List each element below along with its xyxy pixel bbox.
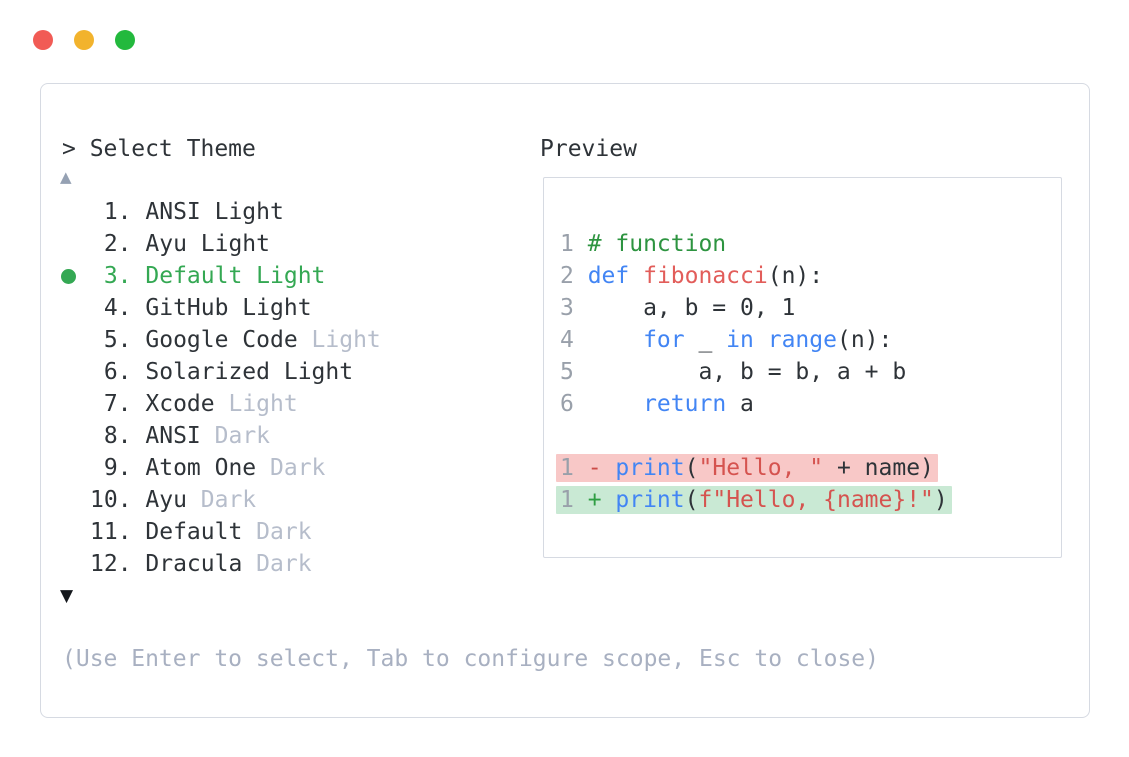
theme-list-item[interactable]: 5. Google Code Light xyxy=(90,324,381,356)
theme-list-item[interactable]: 12. Dracula Dark xyxy=(90,548,381,580)
theme-item-number: 9. xyxy=(103,455,132,481)
theme-item-label: ANSI Dark xyxy=(145,423,271,449)
minimize-button-icon[interactable] xyxy=(74,30,94,50)
line-number: 3 xyxy=(560,295,574,321)
line-number: 4 xyxy=(560,327,574,353)
theme-item-label: GitHub Light xyxy=(145,295,312,321)
line-number: 5 xyxy=(560,359,574,385)
theme-item-number: 8. xyxy=(103,423,132,449)
theme-item-label: Solarized Light xyxy=(145,359,354,385)
theme-item-number: 6. xyxy=(103,359,132,385)
theme-item-number: 10. xyxy=(90,487,132,513)
scroll-up-indicator-icon[interactable]: ▲ xyxy=(60,168,72,186)
theme-item-number: 4. xyxy=(103,295,132,321)
window-controls xyxy=(33,30,135,50)
theme-item-number: 5. xyxy=(103,327,132,353)
theme-list-item[interactable]: 1. ANSI Light xyxy=(90,196,381,228)
scroll-down-indicator-icon[interactable]: ▼ xyxy=(60,586,74,606)
maximize-button-icon[interactable] xyxy=(115,30,135,50)
theme-item-number: 1. xyxy=(103,199,132,225)
theme-item-label: Atom One Dark xyxy=(145,455,326,481)
theme-list-item[interactable]: 10. Ayu Dark xyxy=(90,484,381,516)
close-button-icon[interactable] xyxy=(33,30,53,50)
theme-list-item[interactable]: 3. Default Light xyxy=(61,260,381,292)
theme-item-number: 11. xyxy=(90,519,132,545)
theme-list-item[interactable]: 9. Atom One Dark xyxy=(90,452,381,484)
select-theme-prompt: > Select Theme xyxy=(62,136,256,162)
theme-item-label: Xcode Light xyxy=(145,391,298,417)
help-text: (Use Enter to select, Tab to configure s… xyxy=(62,646,879,672)
selected-theme-dot-icon xyxy=(61,269,76,284)
theme-item-label: Dracula Dark xyxy=(145,551,312,577)
theme-item-label: Google Code Light xyxy=(145,327,381,353)
code-line: 5 a, b = b, a + b xyxy=(560,359,907,385)
theme-item-label: Default Light xyxy=(145,263,326,289)
theme-item-number: 2. xyxy=(103,231,132,257)
line-number: 1 xyxy=(560,455,574,481)
code-line: 3 a, b = 0, 1 xyxy=(560,295,796,321)
code-line: 1# function xyxy=(560,231,727,257)
theme-selector-panel: > Select Theme ▲ 1. ANSI Light 2. Ayu Light… xyxy=(40,83,1090,718)
theme-list-item[interactable]: 8. ANSI Dark xyxy=(90,420,381,452)
theme-item-number: 12. xyxy=(90,551,132,577)
theme-list: 1. ANSI Light 2. Ayu Light 3. Default Light 4.… xyxy=(61,196,381,580)
line-number: 1 xyxy=(560,487,574,513)
theme-list-item[interactable]: 6. Solarized Light xyxy=(90,356,381,388)
theme-item-label: Ayu Light xyxy=(145,231,270,257)
line-number: 1 xyxy=(560,231,574,257)
line-number: 6 xyxy=(560,391,574,417)
theme-item-label: Default Dark xyxy=(145,519,312,545)
theme-list-item[interactable]: 7. Xcode Light xyxy=(90,388,381,420)
code-line: 6 return a xyxy=(560,391,754,417)
theme-list-item[interactable]: 2. Ayu Light xyxy=(90,228,381,260)
diff-line-removed: 1- print("Hello, " + name) xyxy=(556,452,1061,484)
theme-list-item[interactable]: 4. GitHub Light xyxy=(90,292,381,324)
line-number: 2 xyxy=(560,263,574,289)
theme-list-item[interactable]: 11. Default Dark xyxy=(90,516,381,548)
theme-item-label: Ayu Dark xyxy=(145,487,257,513)
diff-line-added: 1+ print(f"Hello, {name}!") xyxy=(556,484,1061,516)
code-line: 4 for _ in range(n): xyxy=(560,327,893,353)
theme-item-number: 3. xyxy=(103,263,132,289)
preview-label: Preview xyxy=(540,136,637,162)
theme-item-number: 7. xyxy=(103,391,132,417)
code-line xyxy=(556,420,1061,452)
theme-item-label: ANSI Light xyxy=(145,199,284,225)
